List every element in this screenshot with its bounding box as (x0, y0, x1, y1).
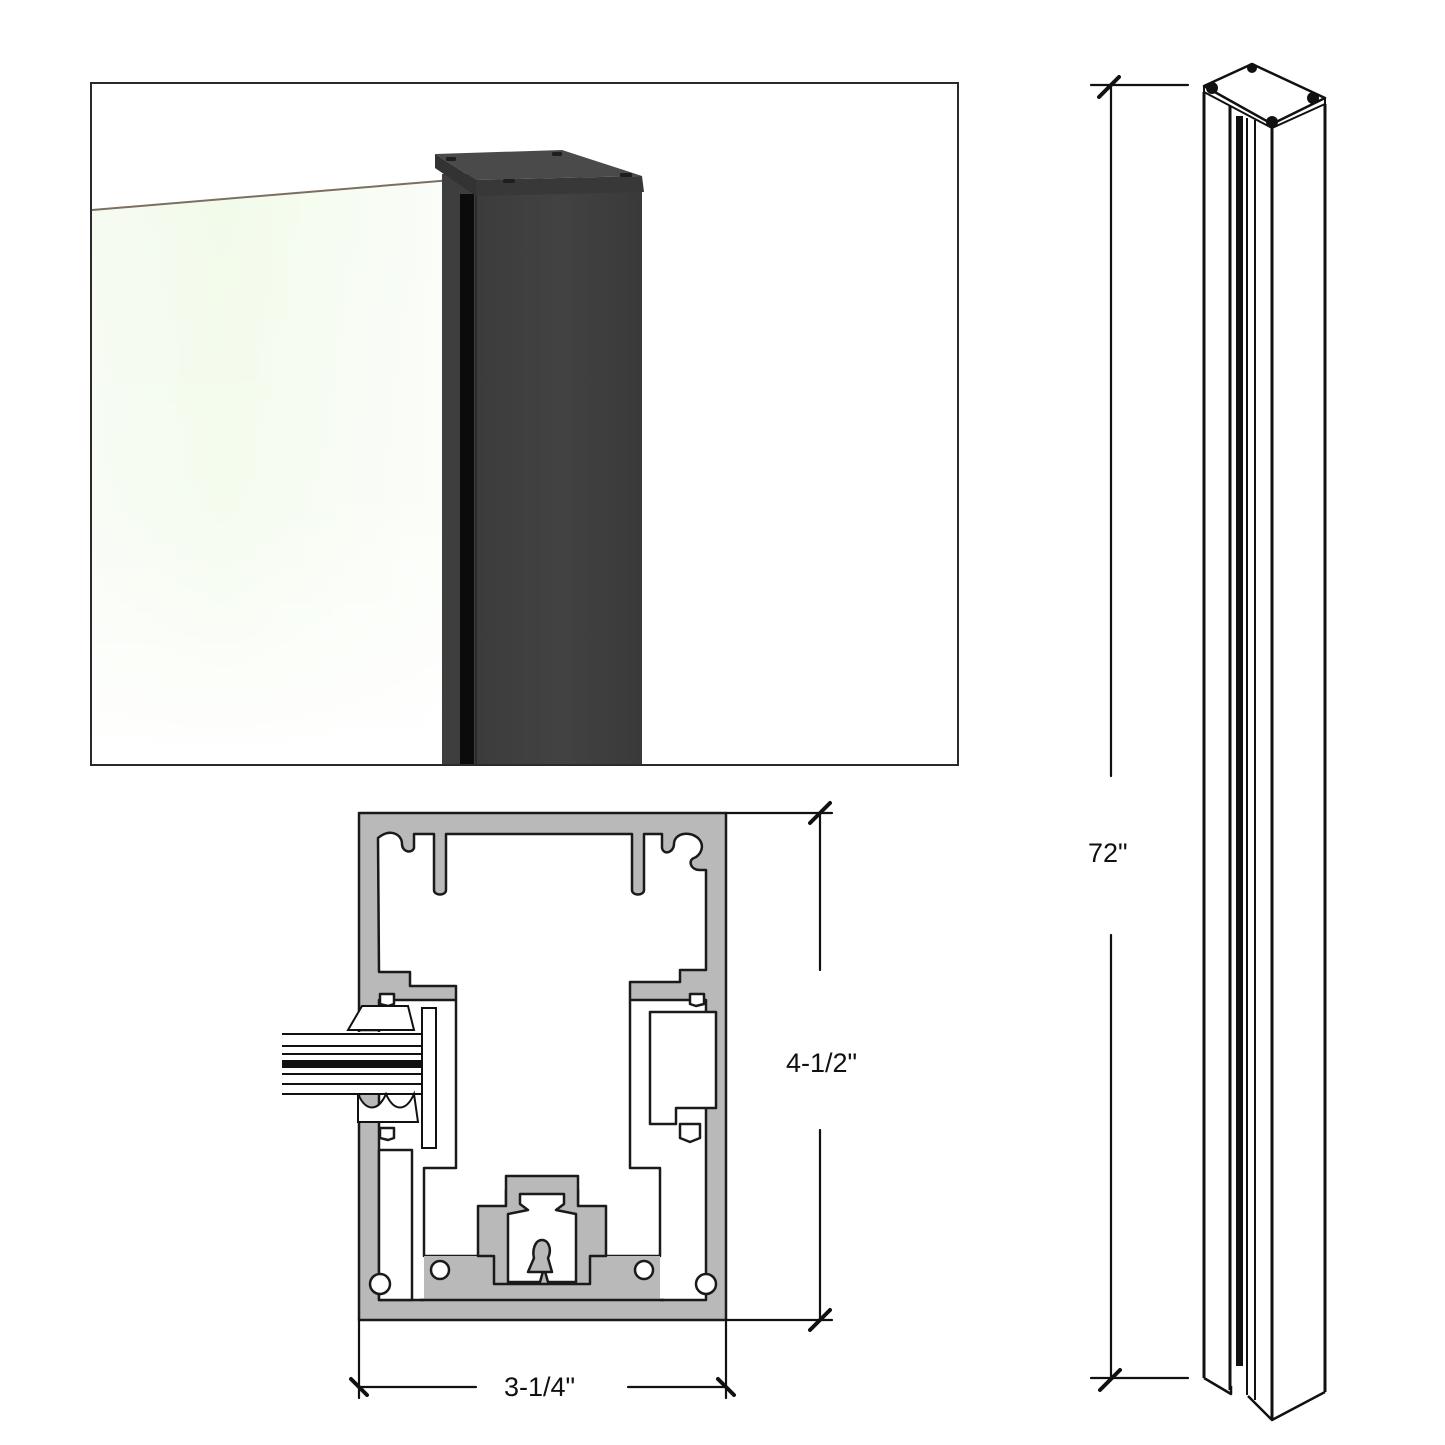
cap-screw-icon (1247, 63, 1257, 73)
product-photo-frame (90, 82, 959, 766)
cap-screw-icon (1206, 82, 1218, 94)
cap-screw-icon (552, 152, 562, 156)
black-post (435, 150, 644, 764)
isometric-post (1202, 62, 1327, 1422)
cap-screw-icon (503, 179, 515, 183)
cap-screw-icon (1307, 92, 1319, 104)
cross-section-profile (357, 811, 728, 1322)
glass-section (282, 1005, 437, 1149)
depth-dimension-label: 4-1/2" (786, 1048, 858, 1078)
cap-screw-icon (446, 157, 456, 161)
product-photo (92, 150, 644, 764)
width-dimension-label: 3-1/4" (504, 1372, 576, 1402)
cap-screw-icon (620, 173, 632, 177)
cap-screw-icon (1266, 116, 1278, 128)
height-dimension-label: 72" (1088, 838, 1128, 868)
glass-panel (92, 178, 465, 764)
